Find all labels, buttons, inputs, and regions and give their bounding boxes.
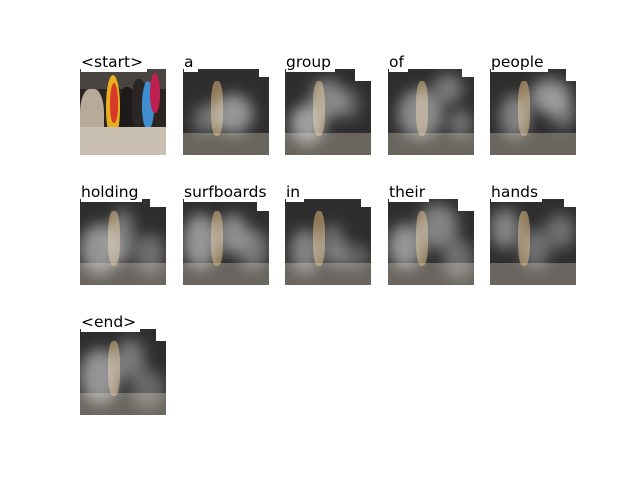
attention-map-thumbnail <box>183 69 269 155</box>
caption-word-label: people <box>491 52 548 72</box>
attention-map-thumbnail <box>285 69 371 155</box>
attention-map-thumbnail <box>80 199 166 285</box>
attention-panel: of <box>388 52 488 155</box>
attention-panel: their <box>388 182 488 285</box>
attention-panel: surfboards <box>183 182 283 285</box>
source-photo-thumbnail <box>80 69 166 155</box>
caption-word-label: surfboards <box>184 182 271 202</box>
attention-panel: a <box>183 52 283 155</box>
caption-word-label: a <box>184 52 198 72</box>
attention-map-thumbnail <box>285 199 371 285</box>
caption-word-label: <start> <box>81 52 148 72</box>
attention-map-thumbnail <box>490 199 576 285</box>
attention-panel: <start> <box>80 52 180 155</box>
attention-map-thumbnail <box>183 199 269 285</box>
attention-map-thumbnail <box>80 329 166 415</box>
caption-word-label: in <box>286 182 305 202</box>
attention-map-thumbnail <box>388 199 474 285</box>
attention-map-thumbnail <box>388 69 474 155</box>
attention-panel: in <box>285 182 385 285</box>
attention-panel: holding <box>80 182 180 285</box>
attention-panel: <end> <box>80 312 180 415</box>
attention-map-thumbnail <box>490 69 576 155</box>
attention-panel: hands <box>490 182 590 285</box>
caption-word-label: their <box>389 182 430 202</box>
caption-word-label: of <box>389 52 408 72</box>
caption-word-label: hands <box>491 182 543 202</box>
caption-word-label: <end> <box>81 312 141 332</box>
attention-panel: people <box>490 52 590 155</box>
attention-panel: group <box>285 52 385 155</box>
caption-word-label: holding <box>81 182 143 202</box>
caption-word-label: group <box>286 52 336 72</box>
